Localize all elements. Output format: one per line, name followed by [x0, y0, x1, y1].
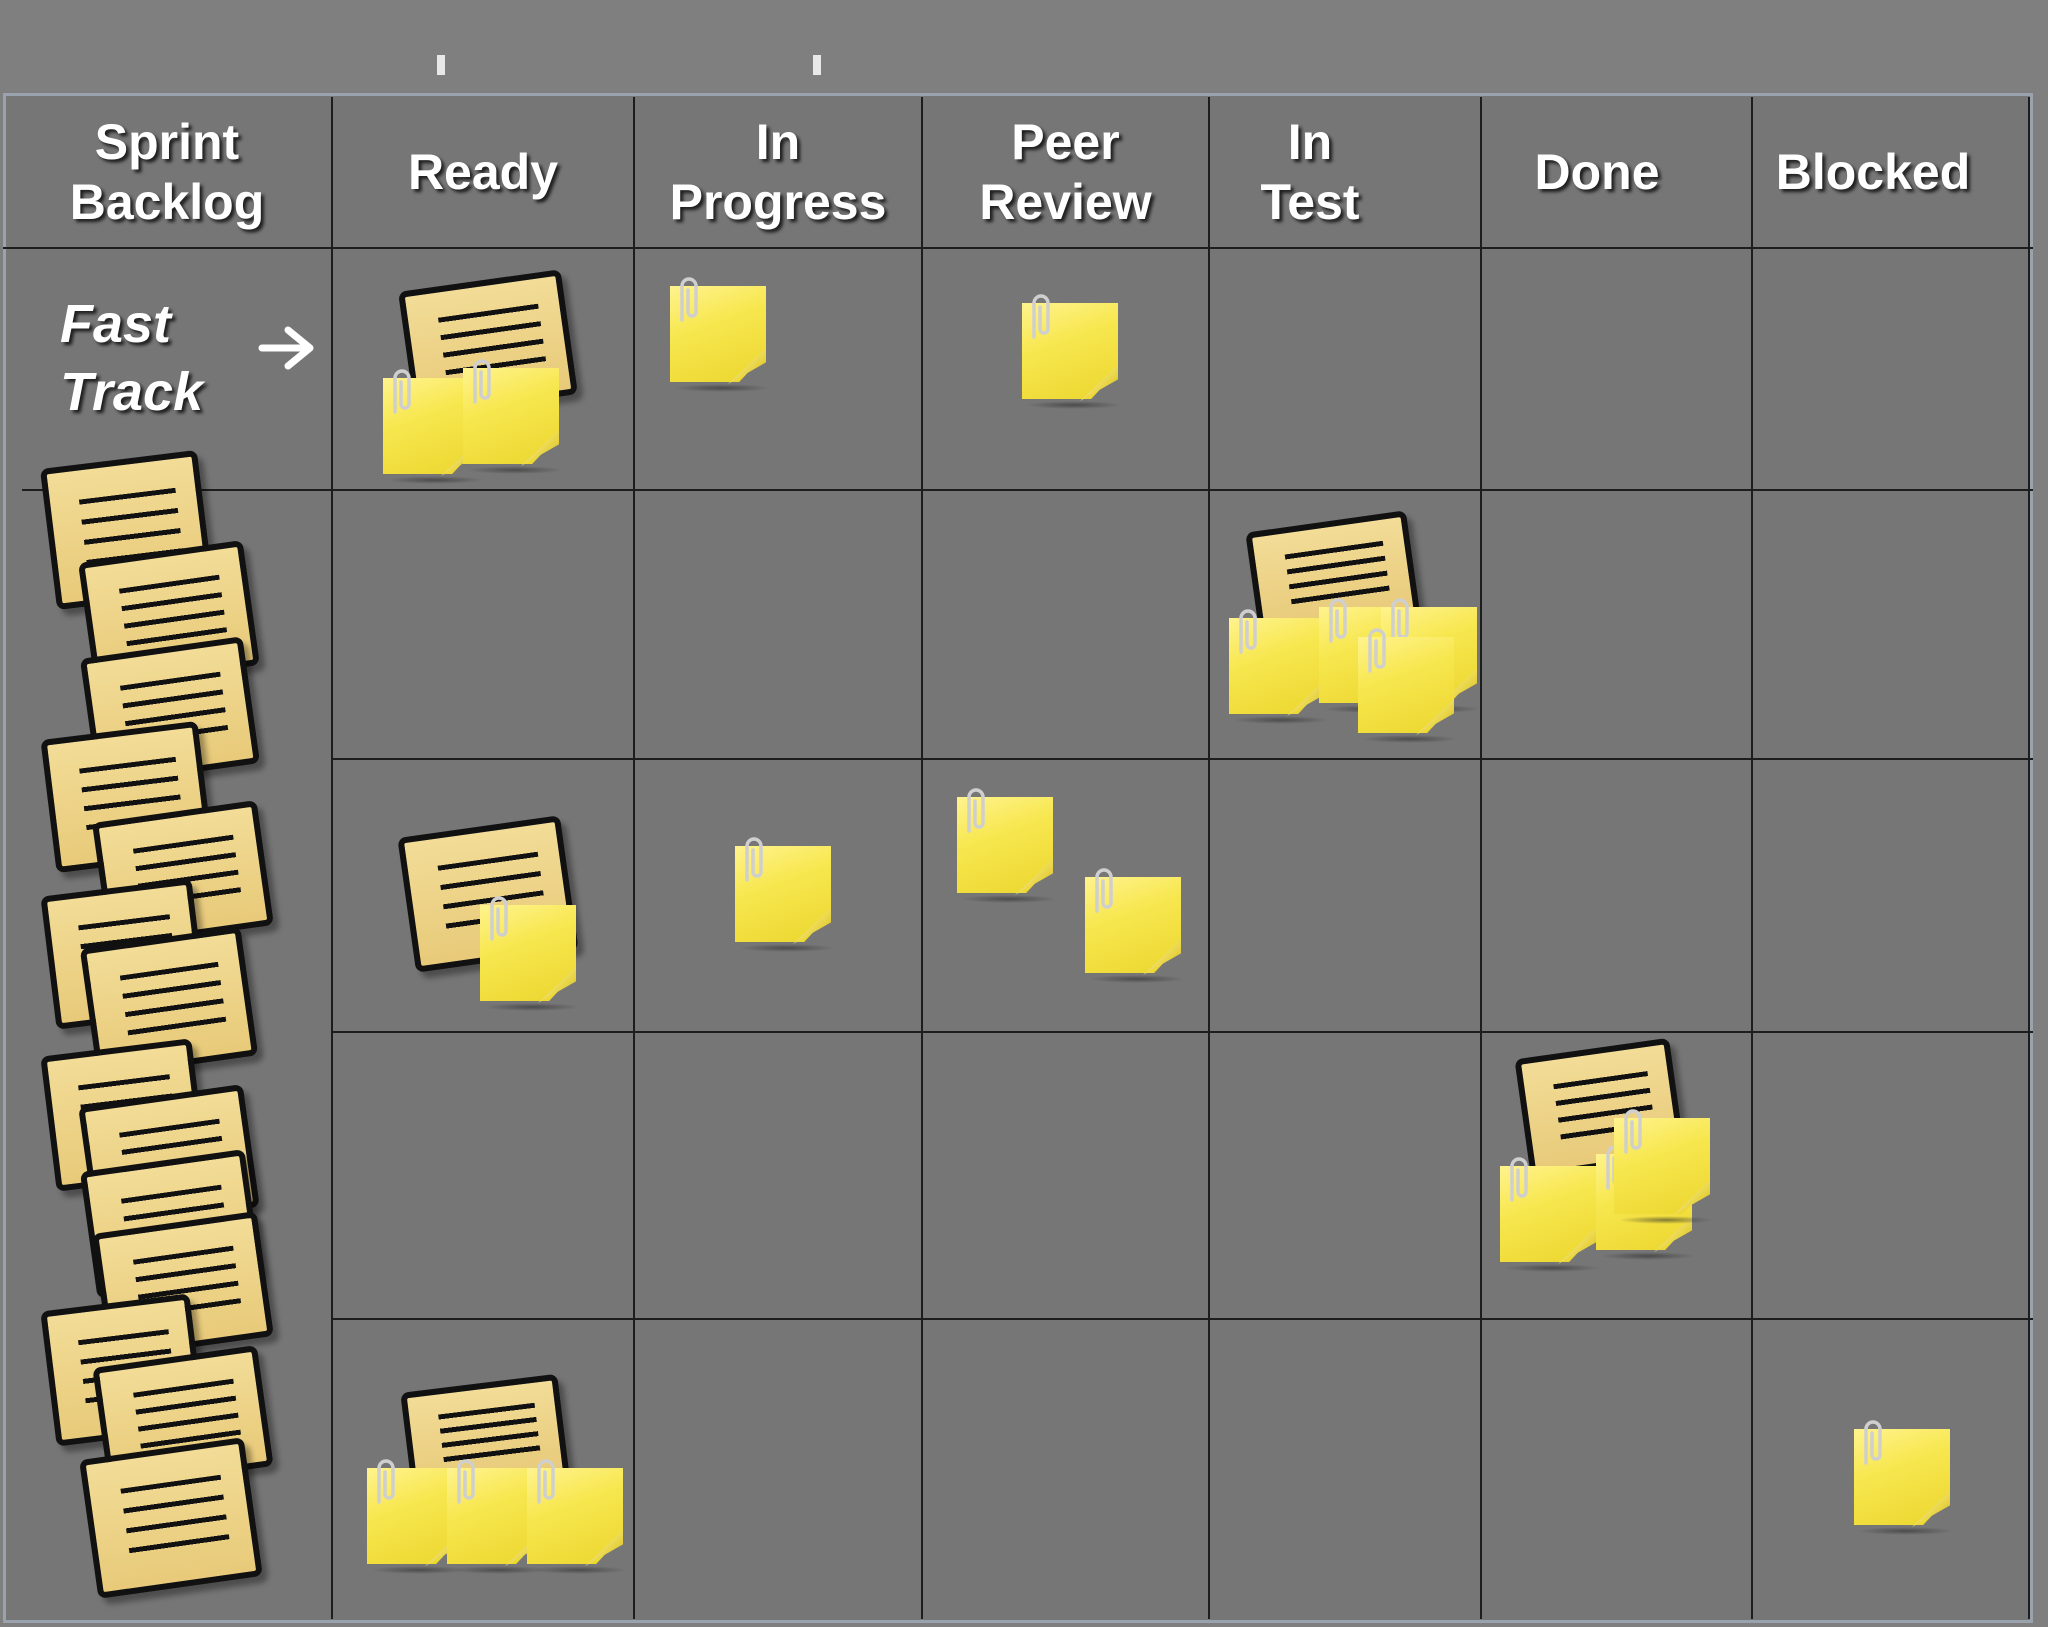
column-divider [921, 97, 923, 1619]
sticky-note[interactable] [480, 896, 580, 1015]
board-top-marker [813, 55, 821, 75]
swimlane-divider [331, 1318, 2033, 1320]
column-header-in-test: In Test [1260, 114, 1360, 230]
fast-track-label: Fast Track [60, 294, 204, 422]
sticky-note[interactable] [463, 359, 563, 478]
swimlane-divider [331, 1031, 2033, 1033]
sticky-note[interactable] [670, 277, 770, 396]
paperclip-icon [473, 359, 491, 404]
story-card[interactable] [79, 1437, 263, 1599]
column-header-in-progress: In Progress [669, 114, 887, 230]
paperclip-icon [680, 277, 698, 322]
sticky-note[interactable] [527, 1459, 627, 1578]
column-divider [1480, 97, 1482, 1619]
column-header-sprint-backlog: Sprint Backlog [69, 114, 265, 230]
sticky-note[interactable] [1854, 1420, 1954, 1539]
column-header-blocked: Blocked [1775, 144, 1971, 200]
paperclip-icon [1368, 628, 1386, 673]
sticky-note[interactable] [1229, 609, 1329, 728]
swimlane-divider [22, 489, 2033, 491]
paperclip-icon [457, 1459, 475, 1504]
column-header-peer-review: Peer Review [979, 114, 1152, 230]
column-divider [2028, 97, 2030, 1619]
sticky-note[interactable] [1614, 1109, 1714, 1228]
paperclip-icon [1239, 609, 1257, 654]
paperclip-icon [1329, 598, 1347, 643]
paperclip-icon [377, 1459, 395, 1504]
column-divider [331, 97, 333, 1619]
paperclip-icon [1624, 1109, 1642, 1154]
swimlane-divider [331, 758, 2033, 760]
sticky-note[interactable] [1022, 294, 1122, 413]
paperclip-icon [1032, 294, 1050, 339]
column-header-done: Done [1534, 144, 1660, 200]
paperclip-icon [1095, 868, 1113, 913]
paperclip-icon [1864, 1420, 1882, 1465]
sticky-note[interactable] [1085, 868, 1185, 987]
paperclip-icon [1391, 598, 1409, 643]
paperclip-icon [967, 788, 985, 833]
paperclip-icon [537, 1459, 555, 1504]
right-arrow-icon [258, 326, 314, 370]
paperclip-icon [393, 369, 411, 414]
sticky-note[interactable] [1500, 1157, 1600, 1276]
column-divider [1208, 97, 1210, 1619]
sticky-note[interactable] [1358, 628, 1458, 747]
paperclip-icon [490, 896, 508, 941]
paperclip-icon [1510, 1157, 1528, 1202]
header-divider [3, 247, 2033, 249]
paperclip-icon [745, 837, 763, 882]
sticky-note[interactable] [957, 788, 1057, 907]
sticky-note[interactable] [735, 837, 835, 956]
column-header-ready: Ready [407, 144, 559, 200]
column-divider [633, 97, 635, 1619]
board-top-marker [437, 55, 445, 75]
column-divider [1751, 97, 1753, 1619]
